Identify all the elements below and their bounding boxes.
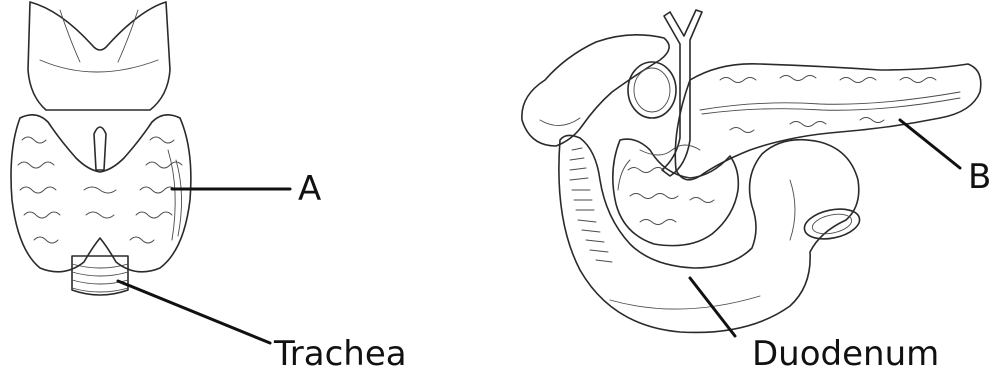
label-a: A xyxy=(298,172,321,206)
leader-line-duodenum xyxy=(690,278,735,336)
label-trachea: Trachea xyxy=(274,337,407,371)
thyroid-illustration xyxy=(11,2,191,295)
gallbladder-shape xyxy=(522,35,669,146)
leader-line-trachea xyxy=(118,281,270,343)
leader-line-b xyxy=(900,120,960,168)
bile-duct xyxy=(662,10,702,176)
vessel-cut-top xyxy=(628,62,676,118)
label-b: B xyxy=(968,160,991,194)
larynx-shape xyxy=(28,2,170,110)
pancreas-body xyxy=(675,64,981,180)
pancreas-illustration xyxy=(522,10,981,332)
trachea-rings xyxy=(72,256,128,295)
label-duodenum: Duodenum xyxy=(752,337,939,371)
